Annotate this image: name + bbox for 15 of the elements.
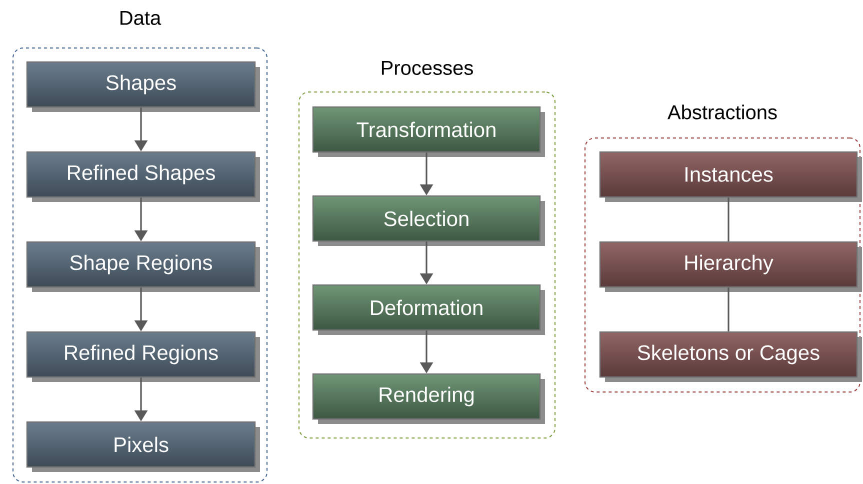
process-box: Transformation — [312, 106, 545, 157]
process-box: Selection — [312, 195, 545, 246]
process-box: Hierarchy — [599, 241, 862, 292]
group-heading: Abstractions — [668, 104, 777, 120]
process-box: Shapes — [26, 61, 260, 112]
process-box: Refined Regions — [26, 331, 260, 382]
process-box: Shape Regions — [26, 241, 260, 292]
group-heading: Data — [120, 11, 162, 25]
process-box: Pixels — [26, 421, 260, 472]
process-box: Instances — [599, 151, 862, 202]
process-box: Rendering — [312, 373, 545, 424]
process-box: Skeletons or Cages — [599, 331, 862, 382]
process-box: Deformation — [312, 284, 545, 335]
process-box: Refined Shapes — [26, 151, 260, 202]
group-heading: Processes — [382, 61, 473, 75]
